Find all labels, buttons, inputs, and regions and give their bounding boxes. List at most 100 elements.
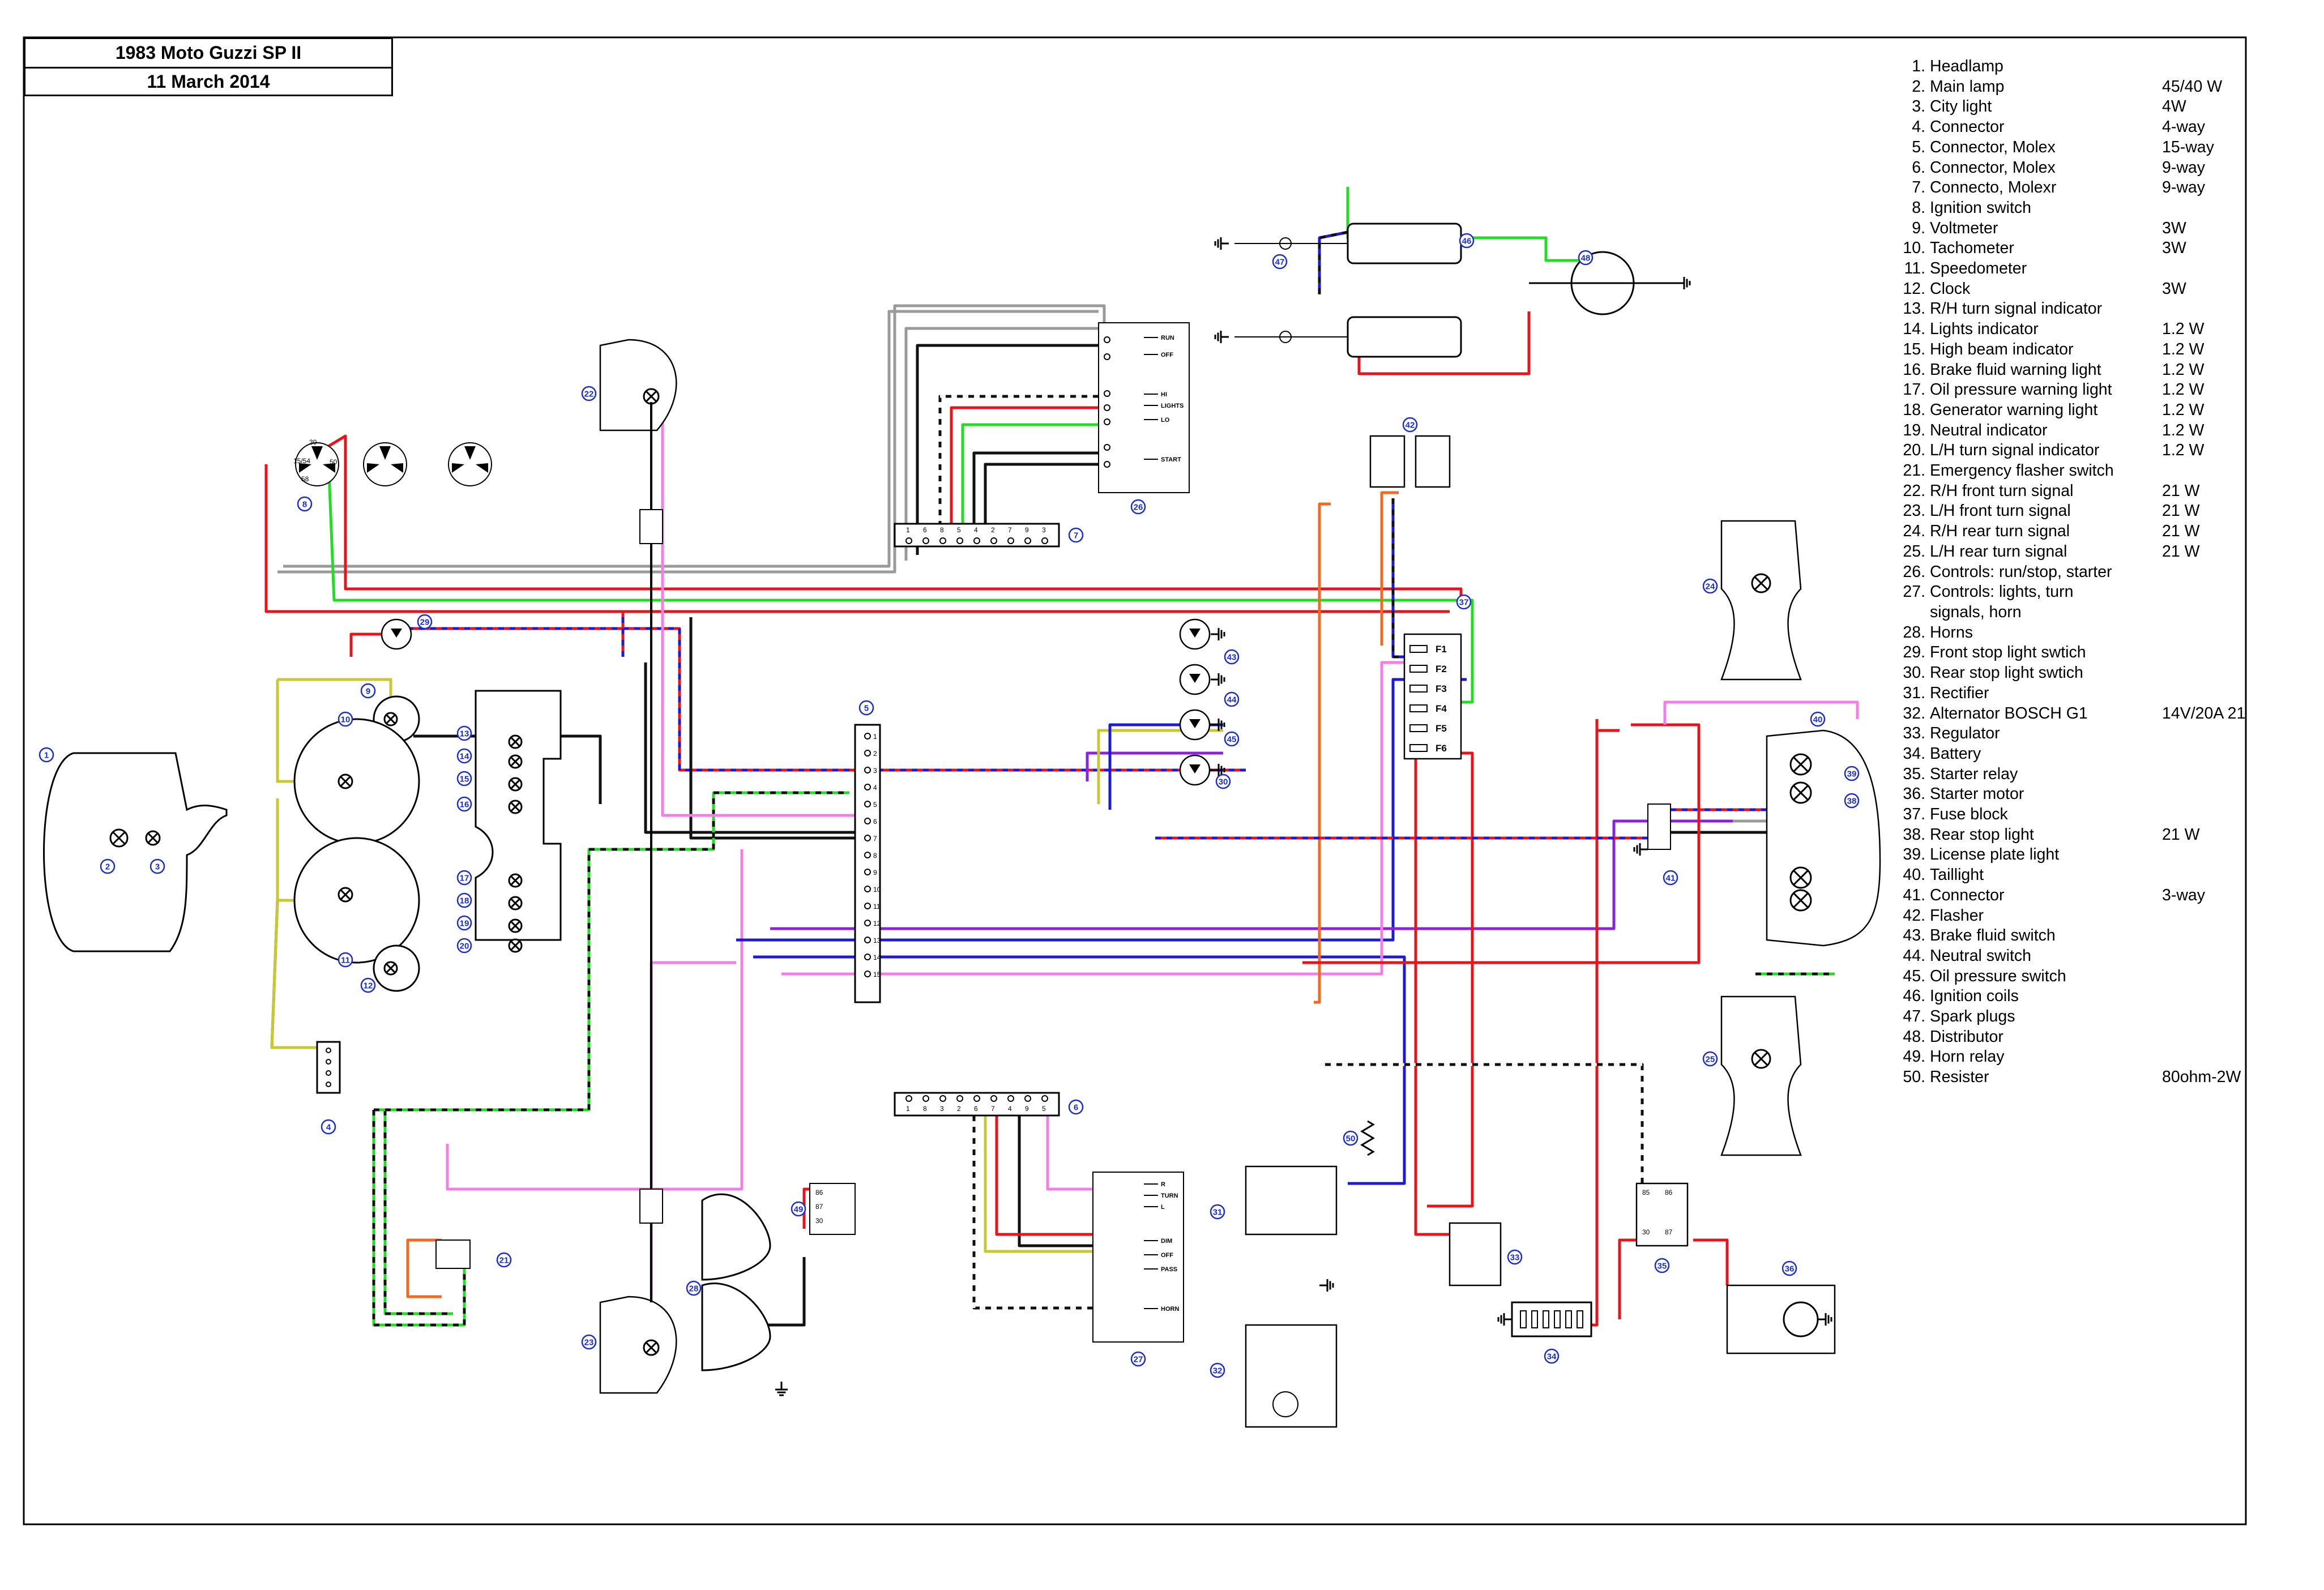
horn-icon [701,1193,771,1281]
connector-7-pin-label: 6 [923,526,927,534]
legend-row: 36.Starter motor [1891,784,2299,805]
wire-gb-long [374,791,849,1112]
wire-line [1414,734,1444,1234]
legend-component-name: Fuse block [1930,805,2008,824]
number-text: 2 [105,862,110,872]
starter-relay-pin-label: 87 [1665,1228,1673,1236]
wire-run-black [916,344,1110,555]
connector-5-pin [864,801,871,807]
connector-7-pin-label: 8 [940,526,944,534]
wire-line [689,617,861,840]
bulb-cross [112,831,126,845]
control-27-label: L [1161,1204,1165,1211]
fuse-label: F4 [1436,703,1447,714]
number-circle [1224,731,1240,747]
wire-ignition-grey [277,304,1106,574]
legend-number: 42. [1903,906,1925,925]
wire-base [383,1110,453,1315]
ignition-switch-body [363,442,407,486]
wire-lights-red [950,406,1099,544]
wire-base [372,1110,466,1327]
connector-7-pin [922,537,929,544]
control-27-label: TURN [1161,1192,1178,1199]
horn-relay-pin-label: 30 [815,1217,823,1225]
wire-base [1318,230,1348,294]
ignition-coil [1347,316,1462,358]
connector-5-pin [864,920,871,926]
number-text: 37 [1459,598,1469,608]
connector-5-pin-label: 13 [873,937,881,944]
wire-gb-21 [372,1110,466,1327]
legend-component-name: Front stop light swtich [1930,643,2086,662]
component-number-23: 23 [581,1334,597,1350]
control-26-label: HI [1161,391,1167,398]
number-circle [1810,711,1826,727]
battery-ground-icon [1497,1313,1512,1326]
starter-ground-icon [1818,1313,1832,1326]
brake-fluid-switch-symbol [1189,629,1201,638]
horn-ground-icon [775,1382,788,1396]
component-number-8: 8 [297,496,313,512]
ignition-switch-key [379,446,391,460]
horn-relay-pin-label: 87 [815,1203,823,1211]
legend-number: 21. [1903,461,1925,480]
number-text: 1 [44,751,49,760]
component-number-5: 5 [858,700,874,716]
indicator-bulb-icon [508,873,523,888]
bulb-cross [510,941,520,951]
number-circle [1544,1348,1560,1364]
wire-27-pink [1046,1099,1104,1191]
connector-5-pin-label: 3 [873,767,877,775]
number-circle [1844,793,1860,809]
legend-component-spec: 80ohm-2W [2162,1068,2241,1087]
battery-cell-icon [1554,1310,1561,1328]
control-26-contact [1104,404,1110,411]
wire-violet-40 [770,819,1812,930]
number-circle [338,711,353,727]
taillight-bulb-icon [1789,753,1812,776]
bulb-cross [645,1341,657,1354]
number-circle [1844,766,1860,781]
fuse-element [1409,685,1428,693]
indicator-bulb-icon [508,734,523,749]
number-circle [417,614,433,630]
fuse-label: F2 [1436,664,1447,674]
connector-7-pin-label: 5 [957,526,961,534]
legend-component-name: Ignition switch [1930,198,2032,217]
wire-line [283,310,1099,568]
connector-5-pin-label: 8 [873,852,877,860]
legend-component-name: Starter relay [1930,764,2018,783]
front-turn-signal-22 [599,339,677,431]
connector-5-pin-label: 15 [873,971,881,978]
ignition-switch-key [323,463,335,473]
legend-component-spec: 3W [2162,239,2186,258]
legend-component-name: Emergency flasher switch [1930,461,2114,480]
bulb-cross [510,898,520,908]
connector-6-pin [973,1095,980,1102]
legend-component-name: Rectifier [1930,683,1989,702]
bulb-cross [1793,892,1809,908]
wire-line [264,464,1450,613]
legend-component-spec: 1.2 W [2162,360,2205,379]
ignition-switch-key [452,463,464,473]
bulb-cross [510,802,520,812]
number-text: 47 [1275,258,1285,267]
taillight-bulb-icon [1789,781,1812,804]
number-text: 22 [584,390,594,399]
number-circle [456,725,472,741]
horn-relay-pin-label: 86 [815,1189,823,1196]
number-text: 7 [1074,531,1078,541]
legend-number: 43. [1903,926,1925,945]
component-number-9: 9 [360,683,376,699]
legend-component-name: Taillight [1930,866,1984,884]
wire-line [327,458,1474,704]
component-number-2: 2 [100,858,116,874]
legend-row: 30.Rear stop light swtich [1891,663,2299,683]
number-text: 5 [864,704,869,713]
number-text: 14 [460,752,469,762]
wire-ignition-grey2 [283,310,1099,568]
